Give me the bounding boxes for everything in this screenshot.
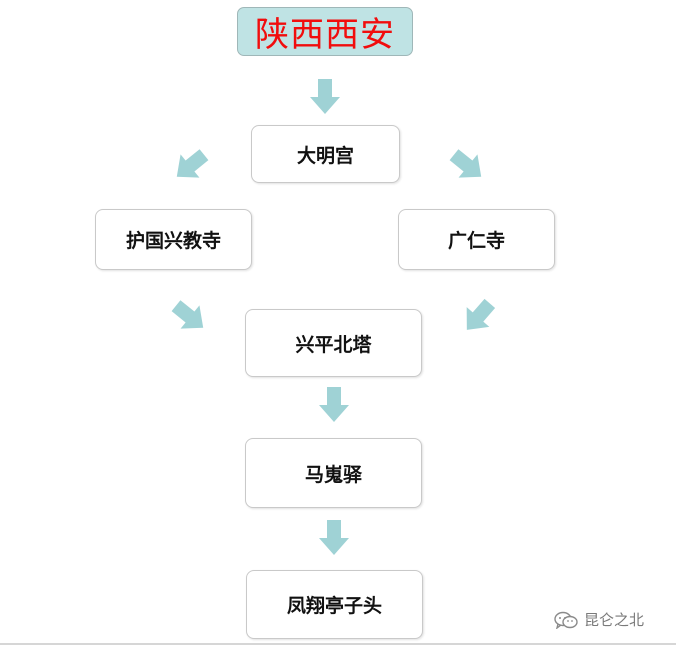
watermark-text: 昆仑之北 — [584, 611, 645, 629]
arrow-n5-to-n6 — [319, 520, 349, 555]
diagram-title: 陕西西安 — [237, 7, 413, 56]
arrow-title-to-n1 — [310, 79, 340, 114]
bottom-divider — [0, 643, 676, 645]
arrow-n1-to-n3 — [444, 143, 491, 189]
arrow-n4-to-n5 — [319, 387, 349, 422]
node-maweiyi: 马嵬驿 — [245, 438, 422, 508]
node-guangren-temple: 广仁寺 — [398, 209, 555, 270]
arrow-n2-to-n4 — [166, 294, 213, 340]
node-xingping-north-pagoda: 兴平北塔 — [245, 309, 422, 377]
wechat-icon — [554, 611, 578, 629]
arrow-n1-to-n2 — [167, 143, 214, 189]
watermark: 昆仑之北 — [553, 609, 644, 630]
node-huguo-xingjiao-temple: 护国兴教寺 — [95, 209, 252, 270]
arrow-n3-to-n4 — [455, 293, 502, 340]
node-daminggong: 大明宫 — [251, 125, 400, 183]
node-fengxiang-tingzitou: 凤翔亭子头 — [246, 570, 423, 639]
